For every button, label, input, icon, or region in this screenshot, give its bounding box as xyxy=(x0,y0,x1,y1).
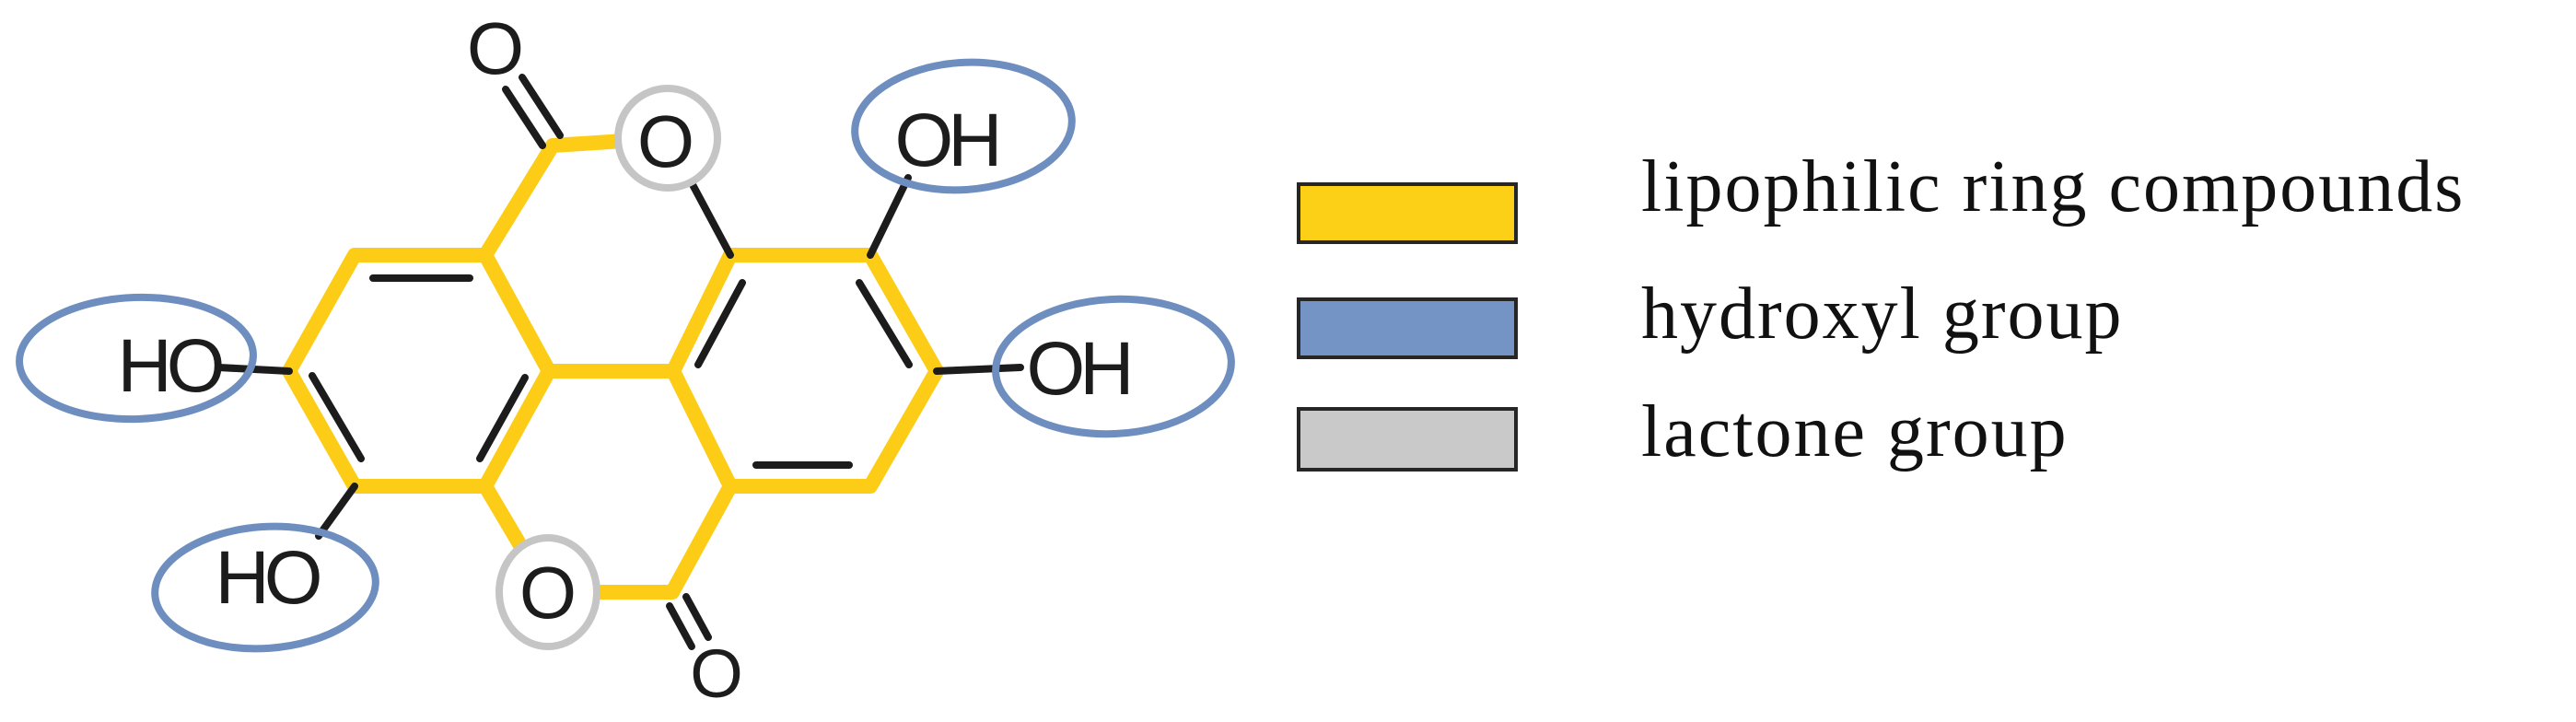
top-hydroxyl-bond xyxy=(867,174,912,259)
hydroxyl-group-ellipses xyxy=(16,58,1235,653)
lipophilic-ring-bonds xyxy=(282,131,944,600)
atom-labels: O O OH OH HO HO O O xyxy=(118,7,1135,712)
top-carbonyl-o-label: O xyxy=(467,7,524,89)
top-carbonyl-double-bond xyxy=(502,74,564,149)
top-lactone-circle xyxy=(614,85,721,192)
bottom-lactone-circle xyxy=(495,534,600,650)
aromatic-inner-bonds xyxy=(309,274,913,469)
lactone-group-circles xyxy=(495,85,721,650)
right-hydroxyl-ellipse xyxy=(992,295,1235,438)
right-hydroxyl-label: OH xyxy=(1027,327,1129,411)
benzene-ring-left xyxy=(282,248,556,494)
benzene-ring-right xyxy=(666,248,944,494)
legend-swatch-hydroxyl xyxy=(1297,297,1518,359)
bottom-hydroxyl-bond xyxy=(315,483,358,540)
top-hydroxyl-label: OH xyxy=(895,99,997,182)
legend-swatch-lactone xyxy=(1297,407,1518,472)
black-bonds xyxy=(215,74,1024,650)
left-hydroxyl-ellipse xyxy=(16,293,257,424)
bottom-carbonyl-o-label: O xyxy=(690,635,743,712)
top-lactone-o-label: O xyxy=(637,100,694,182)
molecule-structure: O O OH OH HO HO O O xyxy=(16,7,1235,712)
right-hydroxyl-bond xyxy=(933,364,1024,375)
left-hydroxyl-label: HO xyxy=(118,324,222,408)
bottom-hydroxyl-label: HO xyxy=(216,536,320,620)
bottom-lactone-o-label: O xyxy=(519,552,577,634)
legend-label-hydroxyl: hydroxyl group xyxy=(1641,274,2124,355)
legend-swatch-lipophilic xyxy=(1297,182,1518,244)
legend-label-lactone: lactone group xyxy=(1641,391,2069,472)
bottom-carbonyl-double-bond xyxy=(666,593,712,650)
bottom-hydroxyl-ellipse xyxy=(151,522,379,653)
legend-label-lipophilic: lipophilic ring compounds xyxy=(1641,146,2465,227)
